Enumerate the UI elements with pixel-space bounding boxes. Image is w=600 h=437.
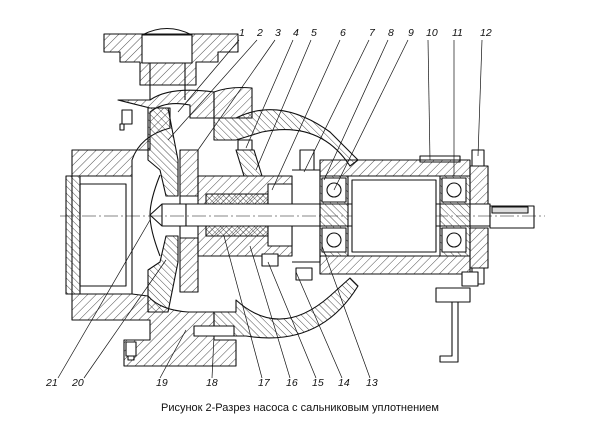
shaft (60, 203, 545, 229)
callout-label: 4 (293, 27, 299, 39)
bolts (121, 109, 479, 357)
leader-lines (57, 39, 483, 379)
impeller (147, 107, 199, 313)
support-foot (435, 287, 471, 363)
callouts-bottom: 21 20 19 18 17 16 15 14 13 (45, 377, 378, 389)
callout-label: 14 (338, 377, 350, 389)
callout-label: 2 (256, 27, 263, 39)
callout-label: 5 (311, 27, 317, 39)
discharge-flange (103, 27, 239, 100)
callout-label: 17 (258, 377, 271, 389)
callout-label: 8 (388, 27, 394, 39)
pump-casing (65, 89, 237, 367)
callout-label: 11 (452, 27, 463, 39)
callout-label: 10 (426, 27, 438, 39)
callout-label: 20 (71, 377, 84, 389)
callout-label: 6 (340, 27, 346, 39)
impeller-nut (149, 203, 187, 227)
callouts-top: 1 2 3 4 5 6 7 8 9 10 11 12 (239, 27, 492, 39)
callout-label: 12 (480, 27, 492, 39)
callout-label: 19 (156, 377, 168, 389)
callout-label: 18 (206, 377, 218, 389)
figure-caption: Рисунок 2-Разрез насоса с сальниковым уп… (160, 402, 439, 414)
ball-bearing-right (441, 177, 467, 253)
callout-label: 1 (239, 27, 245, 39)
callout-label: 9 (408, 27, 414, 39)
callout-label: 3 (275, 27, 281, 39)
callout-label: 15 (312, 377, 324, 389)
stuffing-box (197, 139, 293, 257)
callout-label: 7 (369, 27, 376, 39)
callout-label: 16 (286, 377, 298, 389)
bearing-housing (319, 155, 471, 275)
callout-label: 21 (45, 377, 58, 389)
bearing-frame (213, 86, 359, 339)
callout-label: 13 (366, 377, 378, 389)
